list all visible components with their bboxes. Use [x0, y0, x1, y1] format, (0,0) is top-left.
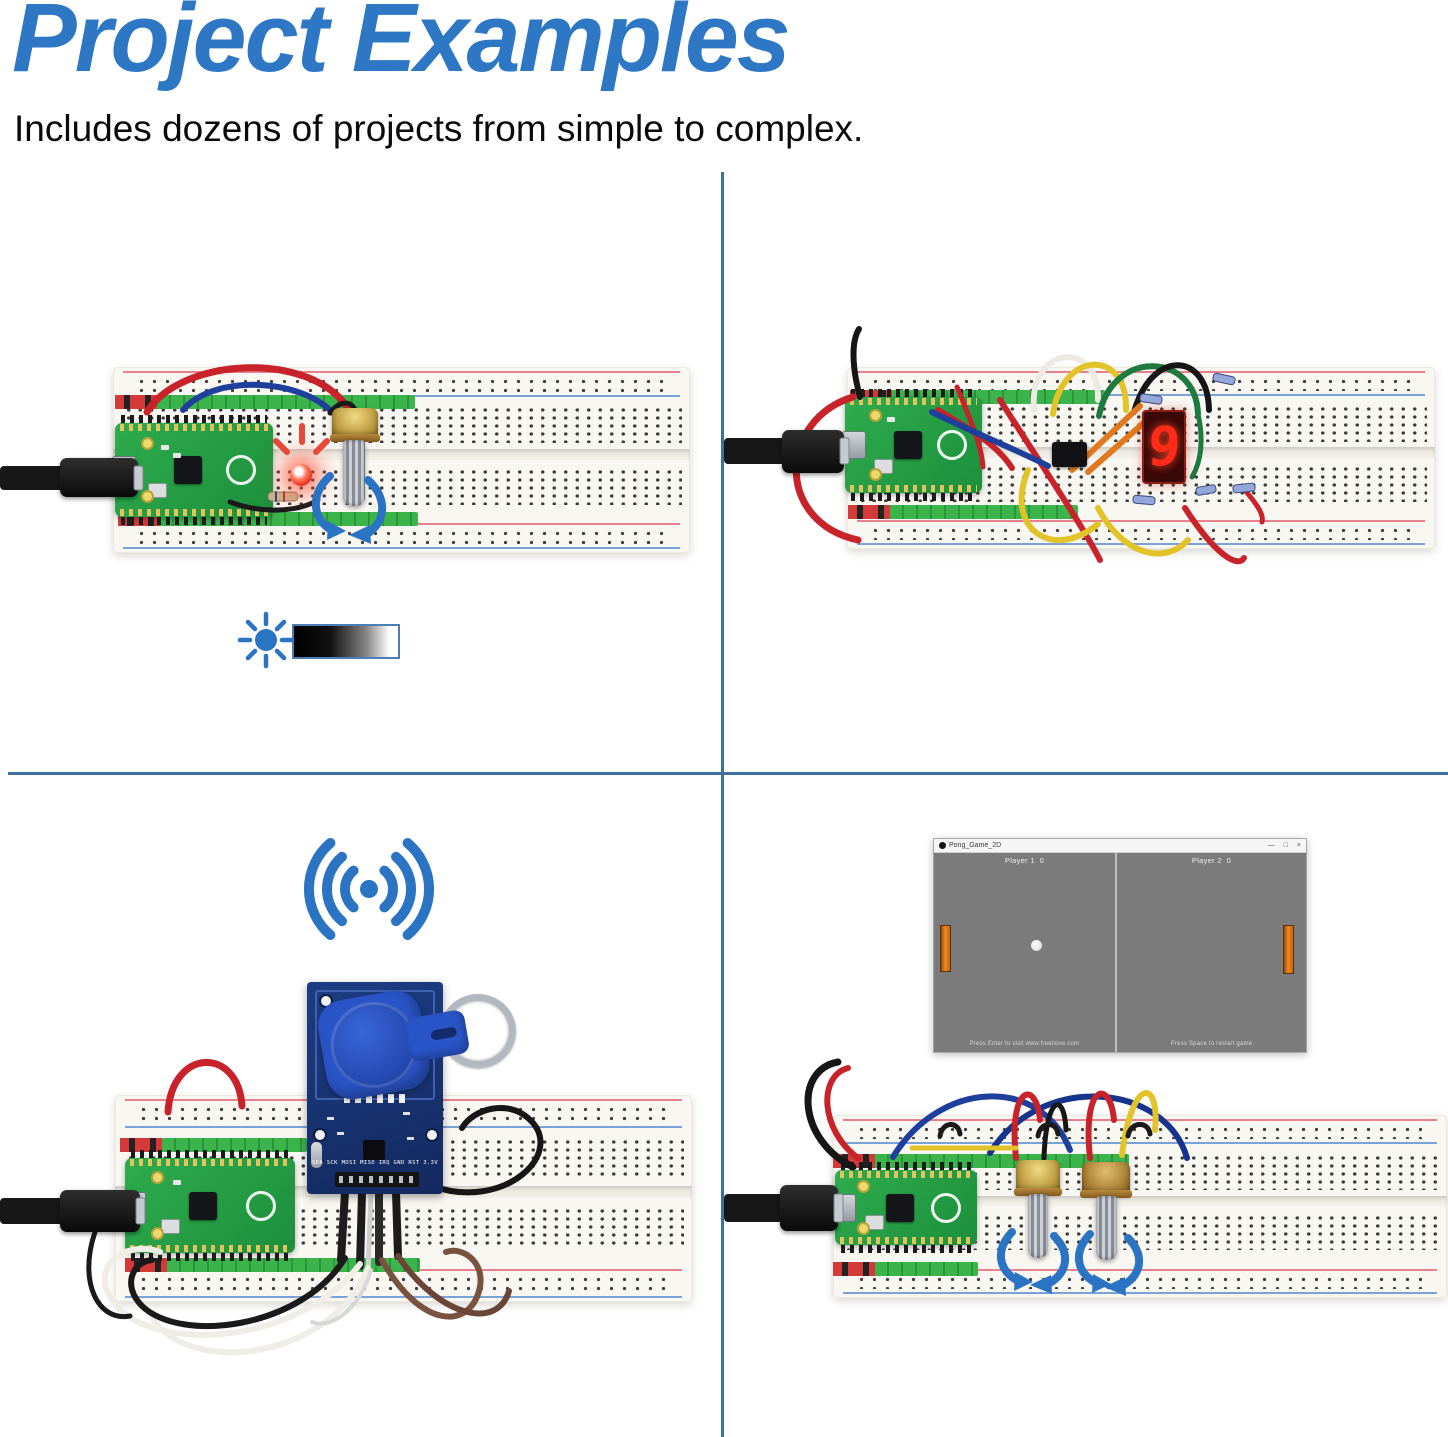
usb-cable	[724, 438, 788, 464]
rp2040-chip	[894, 431, 923, 459]
raspberry-pi-pico	[832, 1162, 977, 1253]
usb-plug	[60, 458, 138, 497]
raspberry-logo-icon	[246, 1190, 277, 1221]
usb-plug	[782, 430, 844, 473]
rp2040-chip	[173, 456, 202, 484]
player1-score: Player 1 0	[1004, 856, 1045, 865]
app-dot-icon	[939, 842, 946, 849]
pong-game-window: Pong_Game_2D — □ × Player 1 0 Player 2 0…	[933, 838, 1307, 1053]
usb-plug	[60, 1190, 140, 1232]
seven-segment-digit: 9	[1145, 415, 1183, 478]
solder-pads	[344, 1094, 410, 1103]
bootsel-button	[160, 1219, 180, 1234]
mfrc522-chip	[363, 1140, 385, 1160]
horizontal-divider	[8, 772, 1448, 775]
rp2040-chip	[886, 1193, 915, 1222]
power-rail	[841, 1118, 1439, 1145]
raspberry-pi-pico	[112, 415, 273, 525]
raspberry-logo-icon	[936, 430, 967, 460]
minimize-icon: —	[1267, 842, 1275, 849]
right-paddle	[1283, 925, 1294, 974]
raspberry-logo-icon	[931, 1192, 962, 1223]
raspberry-pi-pico	[842, 389, 982, 501]
ball	[1031, 940, 1042, 951]
window-titlebar: Pong_Game_2D — □ ×	[934, 839, 1306, 853]
page-title: Project Examples	[12, 0, 791, 92]
usb-cable	[0, 1198, 66, 1224]
red-led	[290, 464, 312, 486]
usb-cable	[724, 1194, 786, 1222]
center-net	[1115, 853, 1117, 1052]
power-rail	[121, 370, 682, 397]
pin-label-strip	[833, 1262, 978, 1276]
pin-header	[335, 1172, 419, 1187]
power-rail	[855, 519, 1427, 546]
pin-label-strip	[115, 395, 415, 409]
page-subtitle: Includes dozens of projects from simple …	[14, 108, 864, 149]
usb-plug	[780, 1185, 838, 1231]
raspberry-logo-icon	[225, 455, 256, 485]
close-icon: ×	[1296, 842, 1301, 849]
crystal-oscillator	[311, 1142, 322, 1168]
footer-hint-left: Press Enter to visit www.freenove.com	[969, 1041, 1080, 1047]
rfid-signal-icon	[304, 838, 434, 940]
rp2040-chip	[189, 1191, 218, 1220]
sun-icon	[237, 611, 295, 669]
pin-label-strip	[848, 505, 1078, 519]
pin-label-strip	[120, 1138, 307, 1152]
raspberry-pi-pico	[122, 1150, 295, 1261]
shift-register-ic	[1052, 442, 1087, 467]
micro-usb-port	[842, 431, 866, 459]
center-groove	[113, 448, 690, 460]
center-groove	[833, 1195, 1447, 1207]
power-rail	[123, 1268, 684, 1298]
brightness-gradient-bar	[292, 624, 400, 659]
left-paddle	[940, 925, 951, 972]
power-rail	[121, 523, 682, 550]
seven-segment-display: 9	[1142, 410, 1186, 484]
maximize-icon: □	[1283, 842, 1288, 849]
vertical-divider	[721, 172, 724, 1437]
rfid-pin-labels: SDA SCK MOSI MISO IRQ GND RST 3.3V	[311, 1160, 439, 1166]
player2-score: Player 2 0	[1191, 856, 1232, 865]
game-area: Player 1 0 Player 2 0 Press Enter to vis…	[934, 853, 1306, 1052]
usb-cable	[0, 466, 66, 490]
window-title: Pong_Game_2D	[949, 842, 1002, 849]
footer-hint-right: Press Space to restart game	[1170, 1041, 1253, 1047]
